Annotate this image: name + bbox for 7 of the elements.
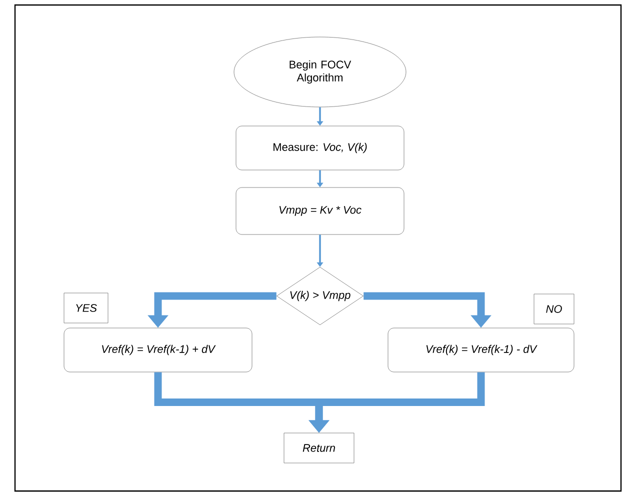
process-box: Measure: Voc, V(k) bbox=[236, 126, 404, 170]
condition-box: YES bbox=[64, 292, 108, 324]
process-box: Vmpp = Kv * Voc bbox=[236, 187, 404, 235]
process-box: Vref(k) = Vref(k-1) - dV bbox=[388, 328, 574, 372]
process-box: Vref(k) = Vref(k-1) + dV bbox=[64, 328, 252, 372]
terminal-box: Return bbox=[284, 432, 354, 464]
condition-box: NO bbox=[534, 294, 574, 324]
